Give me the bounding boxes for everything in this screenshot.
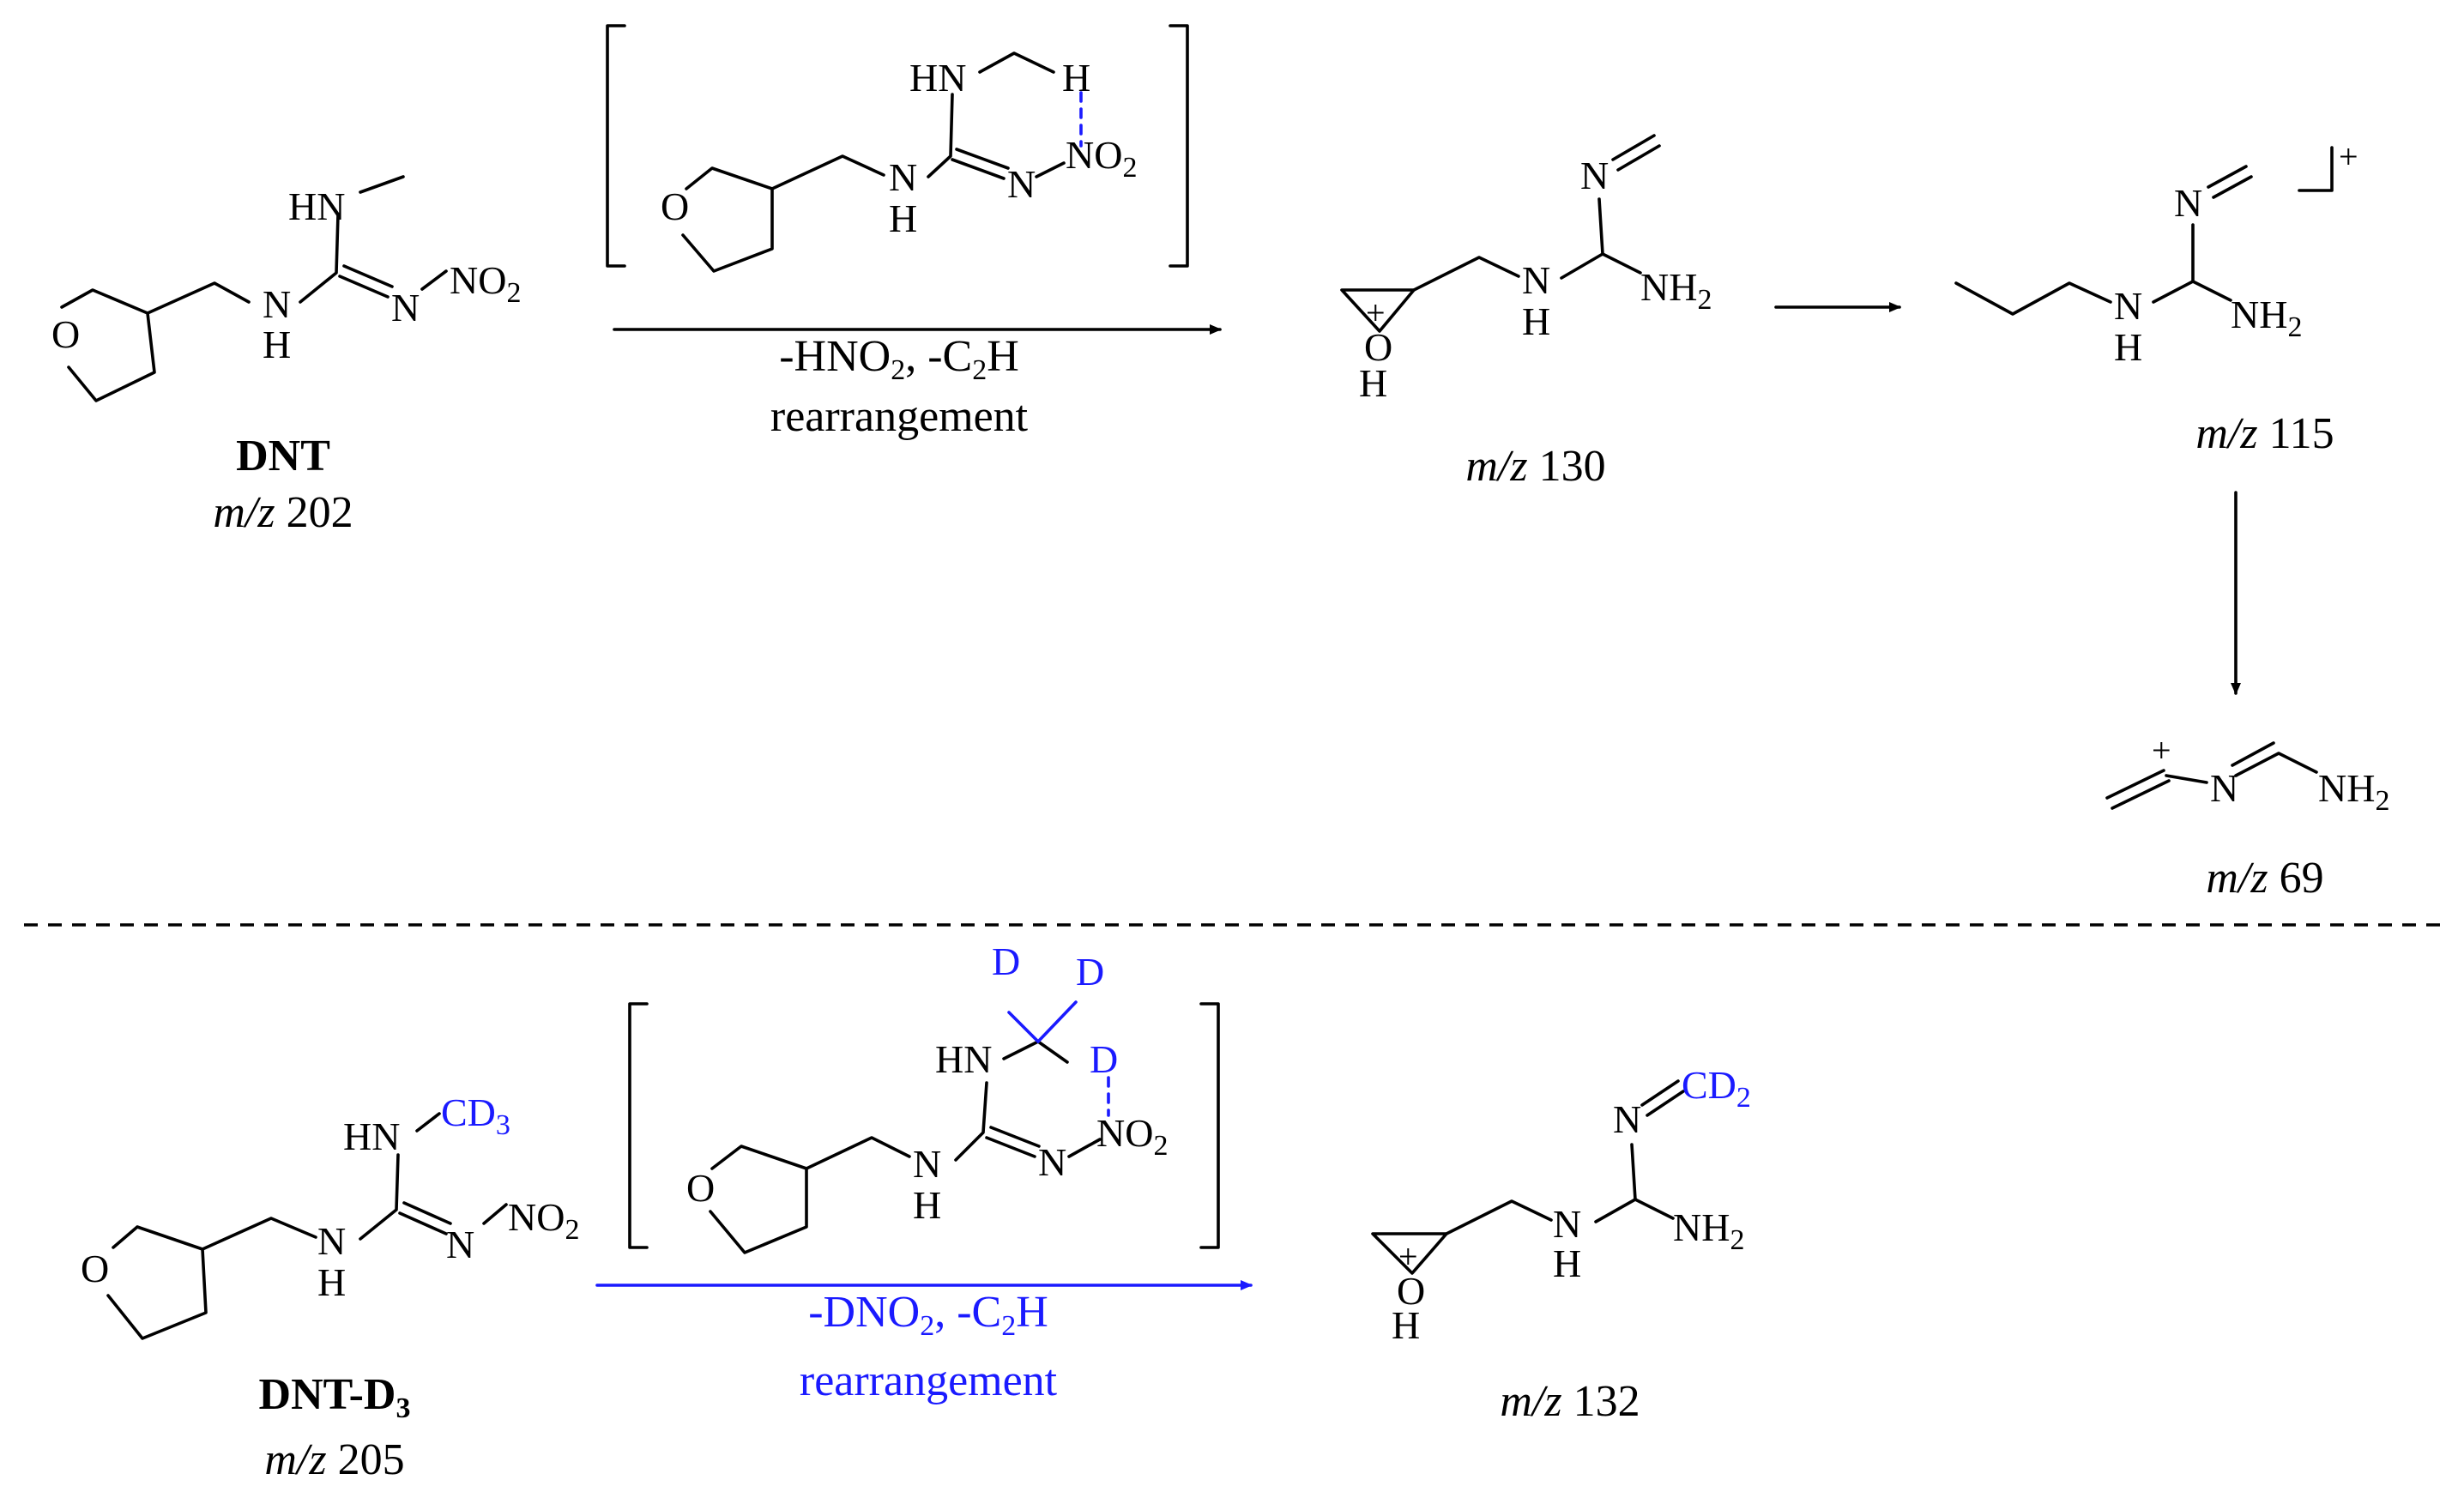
hn-atom: HN	[343, 1114, 400, 1158]
transfer-hydrogen-atom: H	[1062, 56, 1090, 100]
top-intermediate-bracket	[606, 24, 1189, 268]
hn-atom: HN	[935, 1037, 992, 1081]
dnt-d3-mz: m/z 205	[264, 1435, 404, 1484]
ring-oxygen-atom: O	[51, 312, 80, 356]
nh-hydrogen-atom: H	[2114, 325, 2142, 369]
nitro-group: NO2	[1066, 133, 1137, 184]
imine-nitrogen-atom: N	[1038, 1140, 1066, 1184]
nh-nitrogen-atom: N	[2114, 284, 2142, 328]
dnt-d3-structure: O N H HN CD3 N NO2	[81, 1090, 579, 1340]
imine-nitrogen-atom: N	[1007, 162, 1036, 206]
imine-nitrogen-atom: N	[1613, 1097, 1641, 1141]
nh-hydrogen-atom: H	[889, 196, 917, 240]
carbocation-plus-sign: +	[2152, 731, 2171, 770]
nh-nitrogen-atom: N	[263, 282, 291, 326]
cd3-group: CD3	[441, 1090, 510, 1141]
nh-hydrogen-atom: H	[913, 1183, 941, 1227]
bottom-rearrangement-label: rearrangement	[800, 1356, 1058, 1405]
ring-oxygen-atom: O	[661, 184, 689, 228]
nitro-group: NO2	[508, 1195, 579, 1246]
bottom-intermediate-bracket	[628, 1002, 1220, 1249]
deuterium-atom: D	[992, 939, 1020, 983]
dnt-d3-name: DNT-D3	[259, 1370, 411, 1424]
epoxide-oxygen-atom: O	[1364, 325, 1392, 369]
imine-nitrogen-atom: N	[2174, 181, 2202, 225]
bottom-loss-label: -DNO2, -C2H	[808, 1288, 1048, 1342]
dnt-name: DNT	[236, 432, 330, 480]
oxonium-plus-sign: +	[1398, 1237, 1418, 1276]
top-loss-label: -HNO2, -C2H	[779, 332, 1019, 386]
hn-atom: HN	[909, 56, 966, 100]
fragment-132-structure: + O H N H NH2 N CD2	[1371, 1063, 1751, 1347]
hn-methyl-atom: HN	[288, 184, 345, 228]
deuterium-atom: D	[1076, 950, 1104, 994]
fragment-130-structure: + O H N H NH2 N	[1340, 134, 1712, 405]
bottom-intermediate-structure: O N H HN D D D N NO2	[686, 939, 1168, 1254]
ring-oxygen-atom: O	[686, 1166, 715, 1210]
oxonium-hydrogen-atom: H	[1392, 1303, 1420, 1347]
fragment-69-structure: + N NH2	[2105, 731, 2389, 817]
nh-nitrogen-atom: N	[1522, 258, 1550, 302]
dnt-mz: m/z 202	[213, 488, 353, 537]
oxonium-hydrogen-atom: H	[1359, 361, 1387, 405]
nitro-group: NO2	[1096, 1111, 1168, 1162]
nh-nitrogen-atom: N	[1553, 1202, 1581, 1246]
nh-hydrogen-atom: H	[263, 323, 291, 366]
nh-hydrogen-atom: H	[317, 1260, 346, 1304]
amino-group: NH2	[2318, 766, 2389, 817]
nh-hydrogen-atom: H	[1522, 299, 1550, 343]
fragment-115-mz: m/z 115	[2195, 409, 2334, 458]
nh-hydrogen-atom: H	[1553, 1241, 1581, 1285]
nh-nitrogen-atom: N	[317, 1219, 346, 1263]
amino-group: NH2	[1640, 265, 1712, 316]
cd2-group: CD2	[1682, 1063, 1751, 1114]
imine-nitrogen-atom: N	[1580, 154, 1609, 197]
amino-group: NH2	[2231, 293, 2302, 343]
nitro-group: NO2	[450, 258, 521, 309]
imine-nitrogen-atom: N	[2210, 766, 2238, 810]
nh-nitrogen-atom: N	[889, 155, 917, 199]
fragment-69-mz: m/z 69	[2206, 854, 2323, 903]
transfer-deuterium-atom: D	[1090, 1037, 1118, 1081]
fragment-130-mz: m/z 130	[1465, 442, 1605, 491]
epoxide-oxygen-atom: O	[1397, 1269, 1425, 1313]
ring-oxygen-atom: O	[81, 1247, 109, 1290]
fragment-132-mz: m/z 132	[1500, 1377, 1640, 1426]
oxonium-plus-sign: +	[1366, 293, 1386, 332]
ion-charge-sign: +	[2339, 137, 2358, 176]
fragment-115-structure: + N H NH2 N	[1954, 137, 2358, 369]
dnt-structure: O N H HN N NO2	[51, 175, 521, 402]
top-intermediate-structure: O N H HN H N NO2	[661, 51, 1137, 273]
imine-nitrogen-atom: N	[391, 286, 420, 329]
nh-nitrogen-atom: N	[913, 1142, 941, 1186]
top-rearrangement-label: rearrangement	[770, 392, 1029, 441]
amino-group: NH2	[1673, 1205, 1744, 1256]
imine-nitrogen-atom: N	[446, 1223, 474, 1266]
